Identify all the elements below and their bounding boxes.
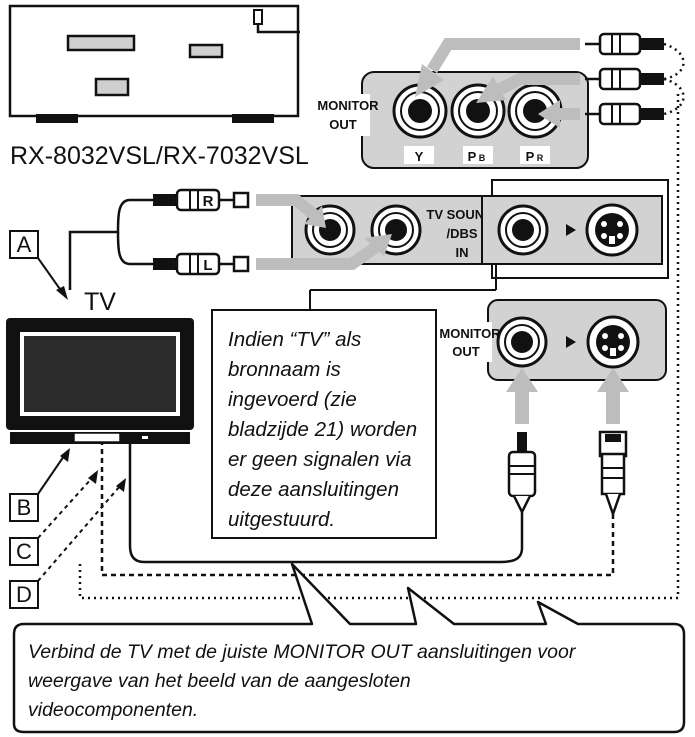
component-plug-pr: [538, 100, 664, 128]
note-line: Indien “TV” als: [228, 328, 362, 351]
plug-r-letter: R: [203, 193, 214, 210]
callout-c-letter: C: [16, 539, 32, 564]
note-line: uitgestuurd.: [228, 508, 336, 531]
note-line: bladzijde 21) worden: [228, 418, 418, 441]
jack-pr-subscript: R: [537, 153, 544, 163]
jack-pb-label: P: [468, 149, 477, 164]
note-text: Indien “TV” als bronnaam is ingevoerd (z…: [228, 325, 436, 535]
video-monitor-label: MONITOR: [439, 326, 501, 341]
note-box: [211, 309, 437, 539]
callout-b: B: [9, 448, 70, 522]
callout-a-letter: A: [17, 232, 32, 257]
composite-up-arrow: [506, 368, 538, 424]
bubble-text: Verbind de TV met de juiste MONITOR OUT …: [28, 638, 678, 725]
component-plug-y: [415, 32, 664, 97]
plug-l-letter: L: [203, 257, 212, 274]
monitor-out-s-video-jack: [586, 315, 640, 369]
receiver-illustration: [8, 4, 300, 123]
play-arrow-icon: [566, 224, 576, 236]
note-line: deze aansluitingen: [228, 478, 399, 501]
s-video-plug: [100, 430, 628, 577]
component-video-panel: Y P B P R: [361, 71, 589, 169]
component-plug-pb: [476, 67, 664, 103]
tv-illustration: [6, 318, 194, 444]
bubble-line: videocomponenten.: [28, 699, 199, 721]
note-line: er geen signalen via: [228, 448, 412, 471]
s-video-up-arrow: [597, 368, 629, 424]
video-out-label: OUT: [452, 344, 480, 359]
jack-pb-subscript: B: [479, 153, 486, 163]
component-out-label: OUT: [329, 117, 357, 132]
audio-plug-r: R: [153, 188, 326, 228]
jack-y-label: Y: [415, 149, 424, 164]
dbs-label: /DBS: [446, 226, 477, 241]
monitor-out-composite-jack: [496, 316, 548, 368]
audio-plug-l: L: [153, 234, 392, 276]
component-jack-pr: [507, 83, 563, 139]
callout-c: C: [9, 470, 98, 566]
tv-sound-panel: TV SOUND /DBS IN: [291, 195, 497, 265]
note-line: ingevoerd (zie: [228, 388, 357, 411]
callout-b-letter: B: [17, 495, 32, 520]
note-line: bronnaam is: [228, 358, 341, 381]
play-arrow-icon: [566, 336, 576, 348]
callout-d: D: [9, 478, 126, 609]
composite-video-plug: [128, 432, 537, 564]
s-video-jack: [585, 203, 639, 257]
bubble-line: weergave van het beeld van de aangeslote…: [28, 670, 411, 692]
speech-bubble: [12, 562, 686, 734]
video-monitor-out-panel: [487, 299, 667, 381]
callout-a: A: [9, 230, 68, 300]
in-label: IN: [456, 245, 469, 260]
receiver-model-label: RX-8032VSL/RX-7032VSL: [10, 142, 309, 170]
callout-d-letter: D: [16, 582, 32, 607]
tv-label: TV: [84, 288, 116, 316]
composite-video-jack: [497, 204, 549, 256]
jack-pr-label: P: [526, 149, 535, 164]
tv-sound-label: TV SOUND: [426, 207, 493, 222]
video-input-panel: [481, 179, 669, 290]
component-jack-y: [392, 83, 448, 139]
bubble-line: Verbind de TV met de juiste MONITOR OUT …: [28, 641, 576, 663]
component-monitor-label: MONITOR: [317, 98, 379, 113]
